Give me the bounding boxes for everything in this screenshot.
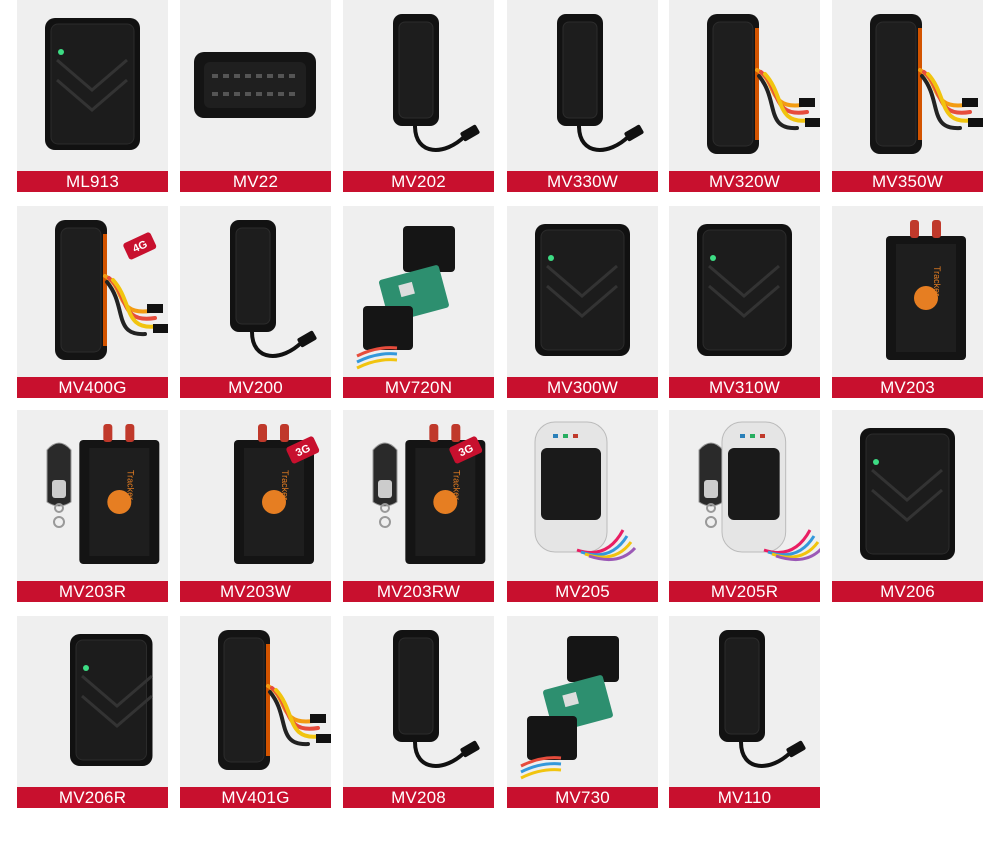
product-card-mv310w[interactable]: MV310W (669, 206, 820, 398)
product-card-mv400g[interactable]: 4G MV400G (17, 206, 168, 398)
product-label: MV730 (507, 787, 658, 808)
product-label: MV206 (832, 581, 983, 602)
product-image-mv203w: Tracker 3G (234, 424, 320, 564)
product-label: MV401G (180, 787, 331, 808)
product-image-mv320w (707, 14, 820, 154)
product-card-mv206r[interactable]: MV206R (17, 616, 168, 808)
product-image-mv400g: 4G (55, 220, 168, 360)
product-label: ML913 (17, 171, 168, 192)
product-image-mv203r: Tracker (46, 424, 160, 564)
product-card-mv202[interactable]: MV202 (343, 0, 494, 192)
product-label: MV350W (832, 171, 983, 192)
product-label: MV206R (17, 787, 168, 808)
product-image-mv203rw: Tracker 3G (372, 424, 486, 564)
product-image-mv205 (534, 421, 637, 562)
product-label: MV320W (669, 171, 820, 192)
product-card-mv110[interactable]: MV110 (669, 616, 820, 808)
product-label: MV400G (17, 377, 168, 398)
product-card-mv330w[interactable]: MV330W (507, 0, 658, 192)
product-label: MV310W (669, 377, 820, 398)
product-card-mv206[interactable]: MV206 (832, 410, 983, 602)
product-image-mv310w (697, 224, 792, 356)
product-card-mv401g[interactable]: MV401G (180, 616, 331, 808)
product-image-mv200 (230, 220, 317, 358)
product-label: MV110 (669, 787, 820, 808)
product-image-mv205r (698, 421, 820, 562)
product-label: MV205R (669, 581, 820, 602)
svg-text:Tracker: Tracker (451, 470, 461, 500)
product-card-mv200[interactable]: MV200 (180, 206, 331, 398)
product-label: MV300W (507, 377, 658, 398)
product-label: MV22 (180, 171, 331, 192)
product-image-mv110 (719, 630, 806, 768)
svg-text:Tracker: Tracker (280, 470, 290, 500)
product-card-mv730[interactable]: MV730 (507, 616, 658, 808)
product-card-mv320w[interactable]: MV320W (669, 0, 820, 192)
product-card-mv205r[interactable]: MV205R (669, 410, 820, 602)
product-image-mv300w (535, 224, 630, 356)
product-image-mv202 (393, 14, 480, 152)
product-card-mv208[interactable]: MV208 (343, 616, 494, 808)
svg-text:Tracker: Tracker (932, 266, 942, 296)
product-card-mv22[interactable]: MV22 (180, 0, 331, 192)
product-card-mv203rw[interactable]: Tracker 3G MV203RW (343, 410, 494, 602)
product-image-mv206 (860, 428, 955, 560)
product-image-mv22 (194, 52, 316, 118)
product-card-mv203w[interactable]: Tracker 3G MV203W (180, 410, 331, 602)
product-label: MV202 (343, 171, 494, 192)
product-image-mv330w (557, 14, 644, 152)
product-label: MV208 (343, 787, 494, 808)
product-label: MV205 (507, 581, 658, 602)
product-image-ml913 (45, 18, 140, 150)
product-image-mv208 (393, 630, 480, 768)
product-card-mv720n[interactable]: MV720N (343, 206, 494, 398)
product-label: MV203RW (343, 581, 494, 602)
product-image-mv350w (870, 14, 983, 154)
product-label: MV203W (180, 581, 331, 602)
product-image-mv401g (218, 630, 331, 770)
product-card-mv300w[interactable]: MV300W (507, 206, 658, 398)
product-card-mv205[interactable]: MV205 (507, 410, 658, 602)
product-label: MV330W (507, 171, 658, 192)
product-card-mv350w[interactable]: MV350W (832, 0, 983, 192)
product-image-mv206r (70, 634, 153, 766)
svg-text:Tracker: Tracker (125, 470, 135, 500)
product-label: MV720N (343, 377, 494, 398)
product-image-mv203: Tracker (886, 220, 966, 360)
product-image-mv720n (356, 226, 455, 370)
svg-text:4G: 4G (131, 238, 149, 255)
svg-text:3G: 3G (457, 442, 475, 459)
product-label: MV203R (17, 581, 168, 602)
product-image-mv730 (520, 636, 619, 780)
product-card-ml913[interactable]: ML913 (17, 0, 168, 192)
product-label: MV203 (832, 377, 983, 398)
svg-text:3G: 3G (294, 442, 312, 459)
product-label: MV200 (180, 377, 331, 398)
